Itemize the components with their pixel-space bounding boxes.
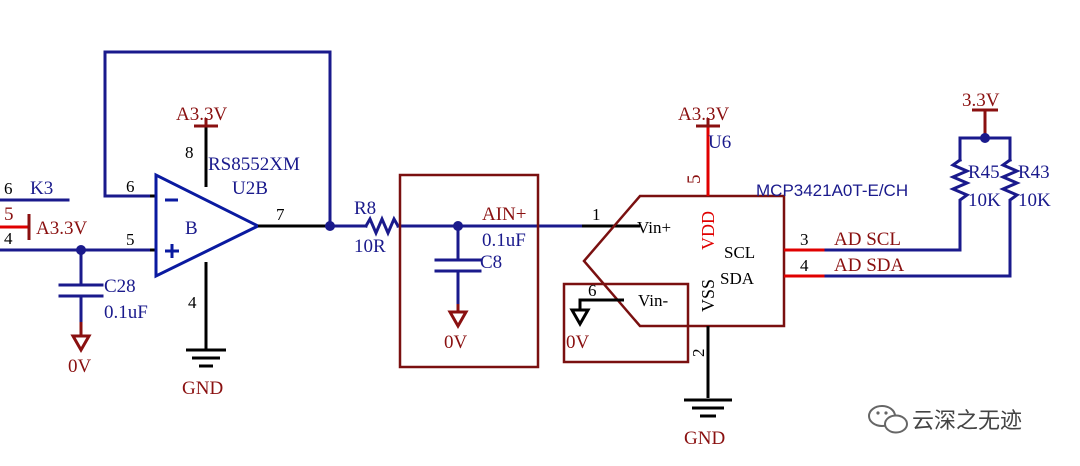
vin-minus-box <box>562 282 690 364</box>
u2b-part-number: RS8552XM <box>208 154 300 175</box>
u6-ref: U6 <box>708 132 731 153</box>
c28-ref: C28 <box>104 276 136 297</box>
vss-pin-name: VSS <box>698 279 718 312</box>
zero-v-symbol-c8: 0V <box>444 304 469 353</box>
watermark: 云深之无迹 <box>868 405 1022 434</box>
u6-pin3: 3 <box>800 230 809 249</box>
feedback-wire <box>103 50 332 228</box>
left-connector: 6 5 4 K3 A3.3V <box>0 178 152 252</box>
zero-v-c28-label: 0V <box>68 356 92 377</box>
zero-v-vinm-label: 0V <box>566 332 590 353</box>
a33-u6-label: A3.3V <box>678 104 729 125</box>
pin-4-label: 4 <box>4 229 13 248</box>
c28-capacitor: C28 0.1uF <box>58 245 148 324</box>
gnd-symbol-adc: GND <box>684 398 732 449</box>
filter-box <box>398 173 540 369</box>
r43-ref: R43 <box>1018 162 1050 183</box>
zero-v-symbol-c28: 0V <box>68 322 92 377</box>
gnd-adc-label: GND <box>684 428 725 449</box>
r8-value: 10R <box>354 236 386 257</box>
r45-ref: R45 <box>968 162 1000 183</box>
ad-sda-label: AD SDA <box>834 255 904 276</box>
u6-pin4: 4 <box>800 256 809 275</box>
u2b-opamp: A3.3V 8 4 6 5 B 7 RS8552XM U2B <box>126 104 330 350</box>
r45-value: 10K <box>968 190 1001 211</box>
u2b-ref: U2B <box>232 178 268 199</box>
u6-pin2: 2 <box>689 349 708 358</box>
pullup-network: 3.3V R45 10K R43 10K <box>949 90 1051 211</box>
u2b-pin4: 4 <box>188 293 197 312</box>
u2b-pin8: 8 <box>185 143 194 162</box>
r8-resistor: R8 10R <box>325 198 602 257</box>
i2c-bus: 3 4 AD SCL AD SDA <box>784 203 1012 278</box>
u6-adc: 1 A3.3V U6 5 VDD VSS Vin+ Vin- SCL SDA 2… <box>582 104 908 398</box>
pin-5-label: 5 <box>4 204 14 225</box>
k3-net-label: K3 <box>30 178 53 199</box>
u6-pin6: 6 <box>588 281 597 300</box>
a33-u2b-label: A3.3V <box>176 104 227 125</box>
pin-6-label: 6 <box>4 179 13 198</box>
zero-v-c8-label: 0V <box>444 332 468 353</box>
c8-value: 0.1uF <box>482 230 526 251</box>
wechat-icon <box>868 405 908 434</box>
vdd-pin-name: VDD <box>698 211 718 250</box>
scl-pin-name: SCL <box>724 243 755 262</box>
v33-pullup-label: 3.3V <box>962 90 1000 111</box>
c8-capacitor: C8 0.1uF <box>434 221 526 306</box>
gnd-symbol-opamp: GND <box>182 348 226 399</box>
u6-part-number: MCP3421A0T-E/CH <box>756 181 908 200</box>
vin-minus-ground: 6 0V <box>566 281 624 353</box>
a33-left-label: A3.3V <box>36 218 87 239</box>
u6-pin1: 1 <box>592 205 601 224</box>
r8-ref: R8 <box>354 198 376 219</box>
watermark-text: 云深之无迹 <box>912 409 1022 434</box>
u2b-pin6: 6 <box>126 177 135 196</box>
u2b-pin7: 7 <box>276 205 285 224</box>
u6-pin5: 5 <box>684 175 705 185</box>
gnd-opamp-label: GND <box>182 378 223 399</box>
u2b-pin5: 5 <box>126 230 135 249</box>
r43-value: 10K <box>1018 190 1051 211</box>
u2b-unit-label: B <box>185 218 198 239</box>
vin-minus-pin-name: Vin- <box>638 291 668 310</box>
vin-plus-pin-name: Vin+ <box>637 218 671 237</box>
ad-scl-label: AD SCL <box>834 229 901 250</box>
c8-ref: C8 <box>480 252 502 273</box>
sda-pin-name: SDA <box>720 269 755 288</box>
c28-value: 0.1uF <box>104 302 148 323</box>
ain-net-label: AIN+ <box>482 204 527 225</box>
